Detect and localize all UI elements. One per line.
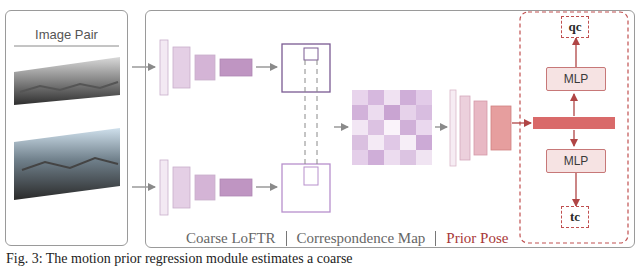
encoder-layer [220,179,252,196]
prior-pose-region [520,12,628,243]
stage-label: Correspondence Map [297,230,426,247]
encoder-layer [195,175,215,200]
street-image [14,57,120,105]
pose-symbol: qc [569,19,582,35]
feature-bar [533,117,615,129]
mlp-box: MLP [546,149,606,173]
match-line [305,60,306,167]
figure-caption: Fig. 3: The motion prior regression modu… [6,251,353,267]
match-line [317,60,318,167]
decoder-layer [460,96,470,160]
mlp-arrow [575,38,576,67]
encoder-layer [195,55,215,80]
encoder-layer [160,160,168,215]
pose-symbol: tc [570,209,580,225]
feature-window [304,48,318,60]
decoder-layer [474,101,487,155]
street-image [14,128,120,200]
pose-arrow [573,94,574,116]
feature-window [304,167,318,185]
mlp-arrow [575,173,576,206]
street-image-detail [22,158,118,170]
feature-arrow [256,186,277,187]
separator-bar [286,231,287,246]
output-box: tc [561,206,589,228]
separator-bar [435,231,436,246]
map-arrow [334,126,348,127]
stage-label: Coarse LoFTR [186,230,276,247]
pipeline-panel: Coarse LoFTR Correspondence Map Prior Pose… [145,10,635,248]
panel-title: Image Pair [35,27,98,42]
input-arrow [132,186,155,187]
pose-arrow [573,130,574,146]
mlp-label: MLP [564,154,589,168]
encoder-layer [173,167,190,208]
title-underline [14,46,119,47]
feature-map [282,44,330,92]
decoder-layer [491,106,511,150]
mlp-label: MLP [564,72,589,86]
feature-arrow [256,66,277,67]
input-panel: Image Pair [5,10,128,246]
encoder-layer [160,40,168,95]
encoder-layer [173,47,190,88]
map-arrow [435,126,447,127]
decoder-layer [450,90,456,166]
stage-label: Prior Pose [446,230,508,247]
street-image-detail [20,82,118,92]
correspondence-grid [352,90,432,165]
output-box: qc [561,16,589,38]
encoder-layer [220,59,252,76]
pose-arrow [512,122,531,123]
mlp-box: MLP [546,67,606,91]
feature-map [282,164,330,212]
input-arrow [132,66,155,67]
